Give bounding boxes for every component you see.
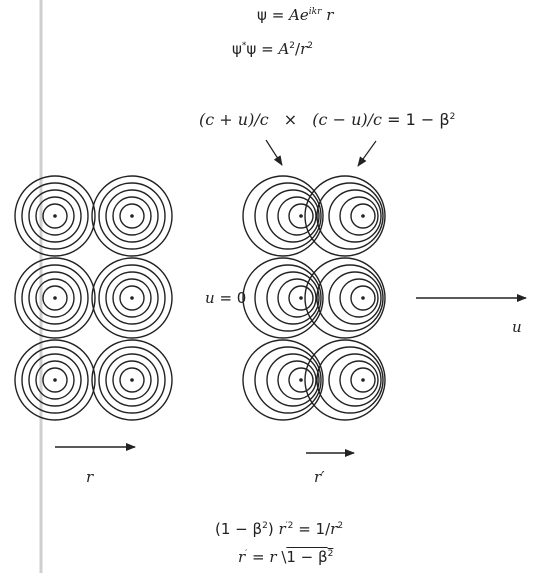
- pointer-arrow-icon: [265, 139, 283, 166]
- wave-circle: [42, 285, 68, 311]
- wave-circle: [288, 203, 314, 229]
- psi-squared-equation: ψ*ψ = A2/r2: [232, 40, 313, 58]
- wave-circle: [35, 196, 75, 236]
- wave-circle: [266, 271, 320, 325]
- wave-source-dot: [299, 296, 303, 300]
- wave-circle: [112, 360, 152, 400]
- u-zero-label: u = 0: [205, 289, 247, 307]
- wave-circle: [242, 339, 324, 421]
- wave-circle: [98, 346, 166, 414]
- wave-circle: [42, 203, 68, 229]
- wave-circle: [350, 203, 376, 229]
- wave-circle: [339, 196, 379, 236]
- doppler-equation: (c + u)/c × (c − u)/c = 1 − β2: [199, 110, 456, 129]
- wave-circle: [254, 182, 322, 250]
- wave-circle: [277, 196, 317, 236]
- wave-circle: [14, 175, 96, 257]
- wave-circle: [339, 278, 379, 318]
- wave-circle: [35, 360, 75, 400]
- wave-source-dot: [53, 378, 57, 382]
- wave-circle: [304, 257, 386, 339]
- wave-circle: [91, 175, 173, 257]
- wave-source-dot: [299, 378, 303, 382]
- wave-circle: [21, 346, 89, 414]
- wave-circle: [266, 189, 320, 243]
- wave-circle: [254, 346, 322, 414]
- wave-circle: [350, 285, 376, 311]
- stationary-wave-grid: [14, 175, 173, 421]
- wave-circle: [328, 189, 382, 243]
- wave-circle: [14, 257, 96, 339]
- wave-circle: [105, 353, 159, 407]
- wave-circle: [242, 257, 324, 339]
- wave-circle: [316, 264, 384, 332]
- contraction-equation: r′ = r \1 − β2: [238, 548, 334, 566]
- wave-circle: [119, 285, 145, 311]
- wave-circle: [316, 346, 384, 414]
- wave-circle: [304, 339, 386, 421]
- wave-source-dot: [53, 296, 57, 300]
- wave-circle: [242, 175, 324, 257]
- wave-source-dot: [361, 214, 365, 218]
- wave-circle: [14, 339, 96, 421]
- wave-circle: [91, 257, 173, 339]
- wave-circle: [28, 271, 82, 325]
- wave-circle: [254, 264, 322, 332]
- wave-circle: [42, 367, 68, 393]
- wave-source-dot: [130, 214, 134, 218]
- wave-circle: [98, 264, 166, 332]
- wave-circle: [105, 271, 159, 325]
- wave-circle: [339, 360, 379, 400]
- wave-circle: [21, 264, 89, 332]
- wave-circle: [288, 285, 314, 311]
- wave-circle: [21, 182, 89, 250]
- wave-circle: [119, 203, 145, 229]
- wave-circle: [277, 360, 317, 400]
- wave-circle: [350, 367, 376, 393]
- wave-circle: [328, 271, 382, 325]
- moving-wave-grid: [242, 175, 386, 421]
- wave-source-dot: [299, 214, 303, 218]
- r-label: r: [86, 468, 94, 486]
- wave-circle: [35, 278, 75, 318]
- wave-circle: [316, 182, 384, 250]
- wave-circle: [105, 189, 159, 243]
- pointer-arrow-icon: [357, 140, 377, 167]
- wave-source-dot: [361, 378, 365, 382]
- energy-equation: (1 − β2) r′2 = 1/r2: [215, 520, 344, 538]
- wave-circle: [288, 367, 314, 393]
- wave-circle: [112, 278, 152, 318]
- wave-circle: [277, 278, 317, 318]
- wave-circle: [119, 367, 145, 393]
- psi-equation: ψ = Aeikr r: [257, 6, 334, 24]
- wave-circle: [112, 196, 152, 236]
- wave-circle: [91, 339, 173, 421]
- r-prime-label: r′: [314, 468, 325, 486]
- wave-source-dot: [361, 296, 365, 300]
- wave-circle: [328, 353, 382, 407]
- wave-source-dot: [130, 296, 134, 300]
- wave-source-dot: [130, 378, 134, 382]
- wave-circle: [304, 175, 386, 257]
- velocity-label: u: [512, 318, 522, 336]
- wave-circle: [98, 182, 166, 250]
- wave-circle: [266, 353, 320, 407]
- wave-circle: [28, 189, 82, 243]
- wave-source-dot: [53, 214, 57, 218]
- wave-circle: [28, 353, 82, 407]
